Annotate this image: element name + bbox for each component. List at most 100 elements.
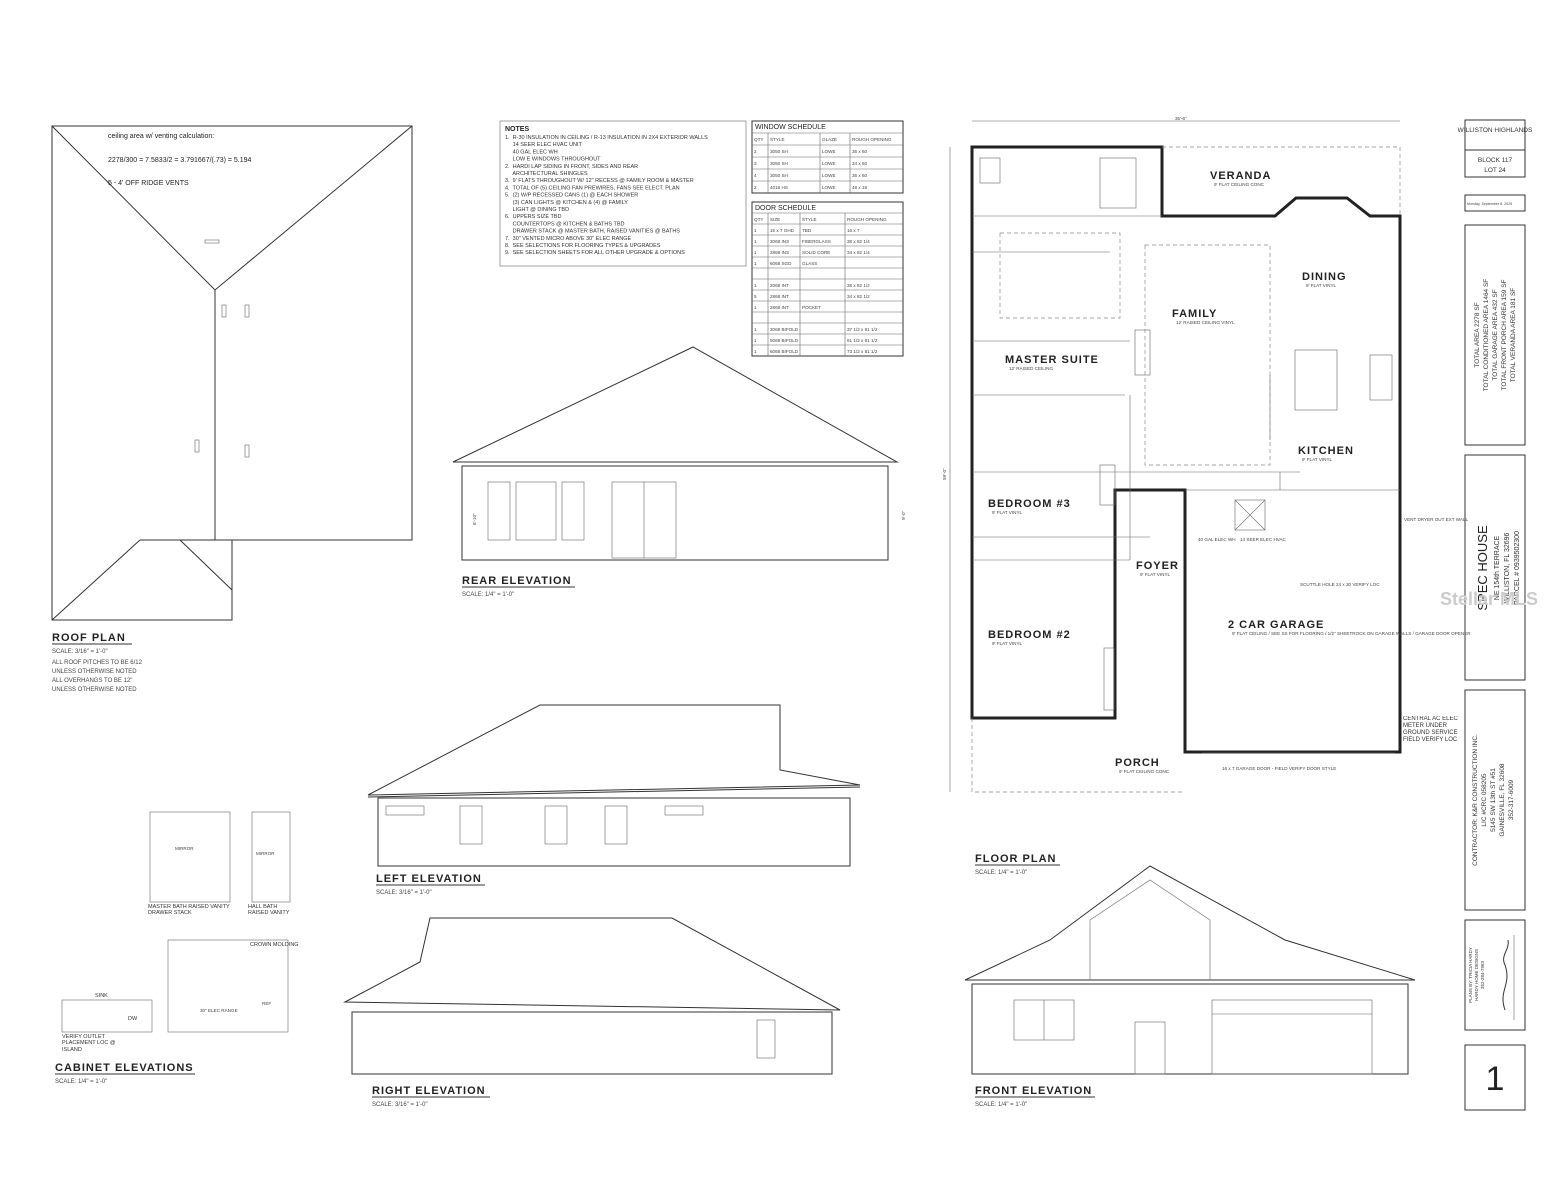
room-label: PORCH (1115, 757, 1160, 769)
schedule-header: QTY (754, 137, 763, 142)
floor-plan-title: FLOOR PLAN (975, 853, 1057, 865)
rear-elevation-title: REAR ELEVATION (462, 575, 572, 587)
roof-note: ALL ROOF PITCHES TO BE 6/12 (52, 660, 143, 666)
cabinet-label: MIRROR (175, 846, 194, 851)
schedule-cell: 1 (754, 250, 757, 255)
callout-dryer-vent: VENT DRYER OUT EXT WALL (1404, 517, 1469, 522)
schedule-cell: 1 (754, 349, 757, 354)
room-label: BEDROOM #3 (988, 498, 1071, 510)
contractor-line: CONTRACTOR: K&R CONSTRUCTION INC. (1472, 734, 1479, 866)
note-line: 1. R-30 INSULATION IN CEILING / R-13 INS… (505, 135, 708, 141)
room-note: 12' RAISED CEILING (1009, 366, 1053, 371)
project-street: NE 154th TERRACE (1494, 535, 1501, 600)
note-line: 5. (2) W/P RECESSED CANS (1) @ EACH SHOW… (505, 193, 638, 199)
schedule-cell: 5 (754, 294, 757, 299)
schedule-cell: SOLID CORE (802, 250, 830, 255)
schedule-cell: 6068 SGD (770, 261, 792, 266)
notes-block: NOTES 1. R-30 INSULATION IN CEILING / R-… (499, 120, 747, 267)
schedule-cell: 4016 HS (770, 185, 788, 190)
callout-electric: CENTRAL AC ELEC METER UNDER GROUND SERVI… (1403, 716, 1458, 743)
room-note: 9' FLAT CEILING / SEE SS FOR FLOORING / … (1232, 631, 1471, 636)
schedule-header: ROUGH OPENING (852, 137, 892, 142)
contractor-line: GAINESVILLE, FL 32608 (1499, 763, 1506, 836)
room-label: BEDROOM #2 (988, 629, 1071, 641)
block-number: BLOCK 117 (1478, 157, 1513, 164)
areas-line: TOTAL FRONT PORCH AREA 159 SF (1501, 279, 1508, 390)
callout-scuttle: SCUTTLE HOLE 24 x 30 VERIFY LOC (1300, 582, 1380, 587)
note-line: 4. TOTAL OF (5) CEILING FAN PREWIRES, FA… (505, 185, 680, 191)
schedule-cell: POCKET (802, 305, 821, 310)
watermark: Stellar MLS (1440, 589, 1538, 609)
schedule-cell: 48 x 18 (852, 185, 868, 190)
cabinet-elevations-title: CABINET ELEVATIONS (55, 1062, 194, 1074)
schedule-title: DOOR SCHEDULE (755, 205, 816, 212)
project-name: SPEC HOUSE (1475, 525, 1490, 611)
schedule-cell: 2 (754, 185, 757, 190)
schedule-cell: 61 1/2 x 81 1/2 (847, 338, 878, 343)
schedule-cell: 38 x 82 1/4 (847, 239, 870, 244)
cabinet-label-crown-molding: CROWN MOLDING (250, 942, 299, 948)
schedule-header: SIZE (770, 217, 780, 222)
room-note: 9' FLAT VINYL (992, 641, 1023, 646)
room-note: 9' FLAT VINYL (1302, 457, 1333, 462)
schedule-cell: 2 (754, 149, 757, 154)
schedule-header: STYLE (802, 217, 817, 222)
schedule-cell: 1 (754, 239, 757, 244)
note-line: ARCHITECTURAL SHINGLES (505, 171, 588, 177)
schedule-cell: 2868 INT (770, 305, 789, 310)
sheet-number: 1 (1486, 1060, 1505, 1098)
areas-line: TOTAL CONDITIONED AREA 1464 SF (1483, 279, 1490, 392)
areas-line: TOTAL VERANDA AREA 181 SF (1510, 288, 1517, 383)
note-line: 9. SEE SELECTION SHEETS FOR ALL OTHER UP… (505, 250, 685, 256)
roof-plan-scale: SCALE: 3/16" = 1'-0" (52, 649, 108, 655)
cabinet-label: MIRROR (256, 851, 275, 856)
parcel-number: PARCEL # 0939502300 (1514, 531, 1521, 605)
schedule-cell: GLASS (802, 261, 817, 266)
floor-plan-callouts: 16 x 7 GARAGE DOOR - FIELD VERIFY DOOR S… (975, 517, 1469, 876)
note-line: 8. SEE SELECTIONS FOR FLOORING TYPES & U… (505, 243, 661, 249)
schedule-cell: 1 (754, 305, 757, 310)
cabinet-label-sink: SINK (95, 993, 108, 999)
note-line: LIGHT @ DINING TBD (505, 207, 569, 213)
roof-note: UNLESS OTHERWISE NOTED (52, 669, 137, 675)
door-schedule: DOOR SCHEDULE QTY SIZE STYLE ROUGH OPENING 1 1… (751, 201, 904, 357)
schedule-cell: 3068 BIFOLD (770, 327, 799, 332)
note-line: LOW E WINDOWS THROUGHOUT (505, 157, 601, 163)
schedule-cell: 3068 INS (770, 239, 789, 244)
room-note: 9' FLAT CEILING CONC (1214, 182, 1265, 187)
schedule-cell: 2068 INT (770, 283, 789, 288)
left-elevation-scale: SCALE: 3/16" = 1'-0" (376, 890, 432, 896)
floor-plan-scale: SCALE: 1/4" = 1'-0" (975, 870, 1027, 876)
cabinet-label-verify-outlet: VERIFY OUTLET PLACEMENT LOC @ ISLAND (62, 1034, 116, 1053)
schedule-cell: LOWE (822, 173, 836, 178)
room-label: DINING (1302, 271, 1347, 283)
drawing-date: Monday, September 8, 2025 (1467, 202, 1512, 206)
note-line: 40 GAL ELEC WH (505, 149, 558, 155)
schedule-cell: 2868 INS (770, 250, 789, 255)
schedule-cell: 38 x 82 1/2 (847, 283, 870, 288)
note-line: COUNTERTOPS @ KITCHEN & BATHS TBD (505, 221, 625, 227)
schedule-header: STYLE (770, 137, 785, 142)
schedule-cell: 1 (754, 327, 757, 332)
front-elevation-title: FRONT ELEVATION (975, 1085, 1092, 1097)
schedule-header: ROUGH OPENING (847, 217, 887, 222)
subdivision-name: WILLISTON HIGHLANDS (1458, 127, 1533, 134)
schedule-header: QTY (754, 217, 763, 222)
note-line: 6. UPPERS SIZE TBD (505, 214, 561, 220)
front-elevation-scale: SCALE: 1/4" = 1'-0" (975, 1102, 1027, 1108)
cabinet-elevations-scale: SCALE: 1/4" = 1'-0" (55, 1079, 107, 1085)
planner-line: PLANS BY: TRICIA HARDY (1468, 947, 1473, 1003)
contractor-line: 5145 SW 13th ST #51 (1490, 768, 1497, 832)
room-note: 9' FLAT VINYL (992, 510, 1023, 515)
note-line: 7. 30" VENTED MICRO ABOVE 30" ELEC RANGE (505, 236, 631, 242)
callout-hvac: 14 SEER ELEC HVAC (1240, 537, 1287, 542)
roof-plan-title: ROOF PLAN (52, 632, 126, 644)
note-line: 2. HARDI LAP SIDING IN FRONT, SIDES AND … (505, 164, 638, 170)
planner-line: HARDY HOME DESIGNS (1474, 949, 1479, 1001)
note-line: DRAWER STACK @ MASTER BATH, RAISED VANIT… (505, 229, 680, 235)
cabinet-label-master-bath: MASTER BATH RAISED VANITY DRAWER STACK (148, 904, 230, 917)
right-elevation-title: RIGHT ELEVATION (372, 1085, 486, 1097)
signature (1502, 939, 1509, 1011)
